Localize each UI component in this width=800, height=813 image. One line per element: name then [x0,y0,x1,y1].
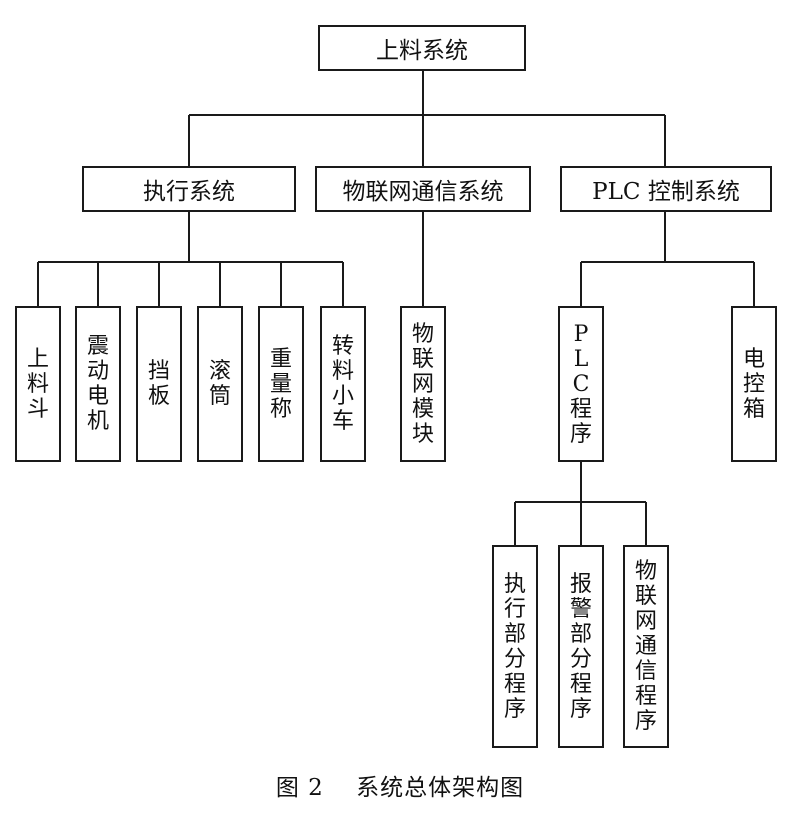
node-feed-hopper: 上料斗 [15,306,61,462]
node-plc-control-system-label: PLC 控制系统 [592,179,740,205]
node-vibration-motor-label: 震动电机 [87,334,110,434]
node-drum: 滚筒 [197,306,243,462]
node-plc-program: PLC 程序 [558,306,604,462]
node-vibration-motor: 震动电机 [75,306,121,462]
node-execution-program-label: 执行部分程序 [504,571,527,722]
node-alarm-program-label: 报警部分程序 [570,571,593,722]
node-plc-control-system: PLC 控制系统 [560,166,772,212]
node-plc-program-label-line-2: 程序 [570,396,593,447]
node-baffle: 挡板 [136,306,182,462]
node-baffle-label: 挡板 [148,359,171,409]
node-iot-comm-program: 物联网通信程序 [623,545,669,748]
node-root-label: 上料系统 [376,38,468,64]
node-transfer-cart: 转料小车 [320,306,366,462]
node-weighing-scale: 重量称 [258,306,304,462]
node-execution-system-label: 执行系统 [143,179,235,205]
node-weighing-scale-label: 重量称 [270,346,293,422]
node-alarm-program: 报警部分程序 [558,545,604,748]
figure-caption: 图 2 系统总体架构图 [275,775,525,801]
node-execution-system: 执行系统 [82,166,296,212]
node-feed-hopper-label: 上料斗 [27,346,50,422]
node-iot-comm-program-label: 物联网通信程序 [635,559,658,734]
node-iot-comm-system: 物联网通信系统 [315,166,531,212]
node-drum-label: 滚筒 [209,359,232,409]
node-transfer-cart-label: 转料小车 [332,334,355,434]
node-control-cabinet: 电控箱 [731,306,777,462]
node-iot-module: 物联网模块 [400,306,446,462]
node-root: 上料系统 [318,25,526,71]
node-execution-program: 执行部分程序 [492,545,538,748]
node-iot-comm-system-label: 物联网通信系统 [342,179,504,205]
node-control-cabinet-label: 电控箱 [743,346,766,422]
node-plc-program-label-line-1: PLC [572,321,590,397]
node-iot-module-label: 物联网模块 [412,321,435,447]
node-plc-program-label: PLC 程序 [570,322,592,447]
